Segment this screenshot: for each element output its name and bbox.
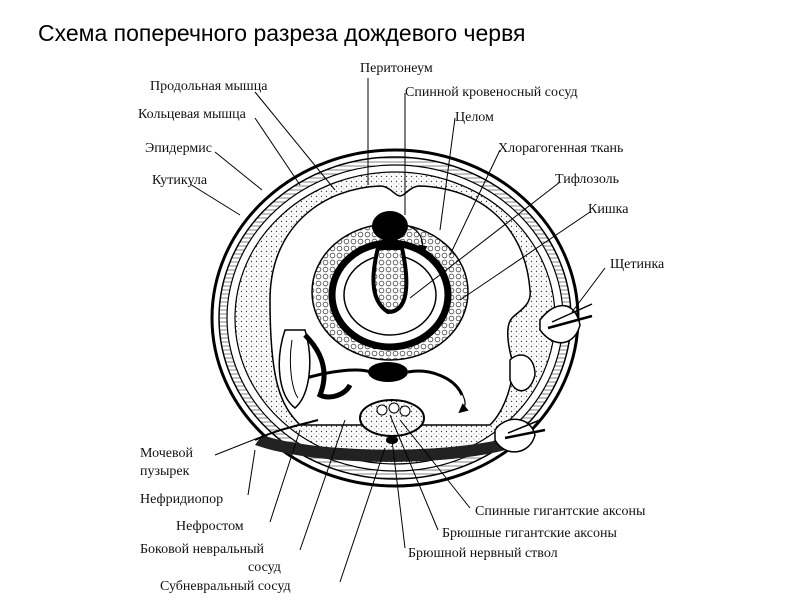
label-subnevralny: Субневральный сосуд xyxy=(160,579,291,594)
label-nefrostom: Нефростом xyxy=(176,519,244,534)
ventral-nerve-cord xyxy=(359,399,425,444)
typhlosole xyxy=(371,246,409,315)
setae xyxy=(494,303,593,453)
label-bryushnoy-stvol: Брюшной нервный ствол xyxy=(408,546,558,561)
intestine xyxy=(311,223,469,361)
label-tselom: Целом xyxy=(455,110,494,125)
label-bokovoy-line2: сосуд xyxy=(248,560,281,575)
label-tiflozol: Тифлозоль xyxy=(555,172,619,187)
dorsal-blood-vessel xyxy=(372,211,408,241)
nephridium xyxy=(254,329,353,441)
page-title: Схема поперечного разреза дождевого черв… xyxy=(38,20,526,46)
label-hloragogennaya: Хлорагогенная ткань xyxy=(498,141,623,156)
label-koltsevaya: Кольцевая мышца xyxy=(138,107,247,122)
label-spinnye-aksony: Спинные гигантские аксоны xyxy=(475,504,646,519)
label-kutikula: Кутикула xyxy=(152,173,208,188)
label-nefridiopor: Нефридиопор xyxy=(140,492,223,507)
label-kishka: Кишка xyxy=(588,202,629,217)
label-mochevoy-line1: Мочевой xyxy=(140,446,194,461)
label-bokovoy-line1: Боковой невральный xyxy=(140,542,265,557)
label-mochevoy-line2: пузырек xyxy=(140,464,190,479)
label-shchetinka: Щетинка xyxy=(610,257,665,272)
ventral-wall xyxy=(255,432,530,462)
label-peritoneum: Перитонеум xyxy=(360,61,433,76)
label-spinnoy-sosud: Спинной кровеносный сосуд xyxy=(405,85,578,100)
label-epidermis: Эпидермис xyxy=(145,141,212,156)
label-prodolnaya: Продольная мышца xyxy=(150,79,268,94)
label-bryushnye-aksony: Брюшные гигантские аксоны xyxy=(442,526,617,541)
leader-lines xyxy=(189,78,606,583)
ventral-blood-vessel xyxy=(368,362,408,382)
